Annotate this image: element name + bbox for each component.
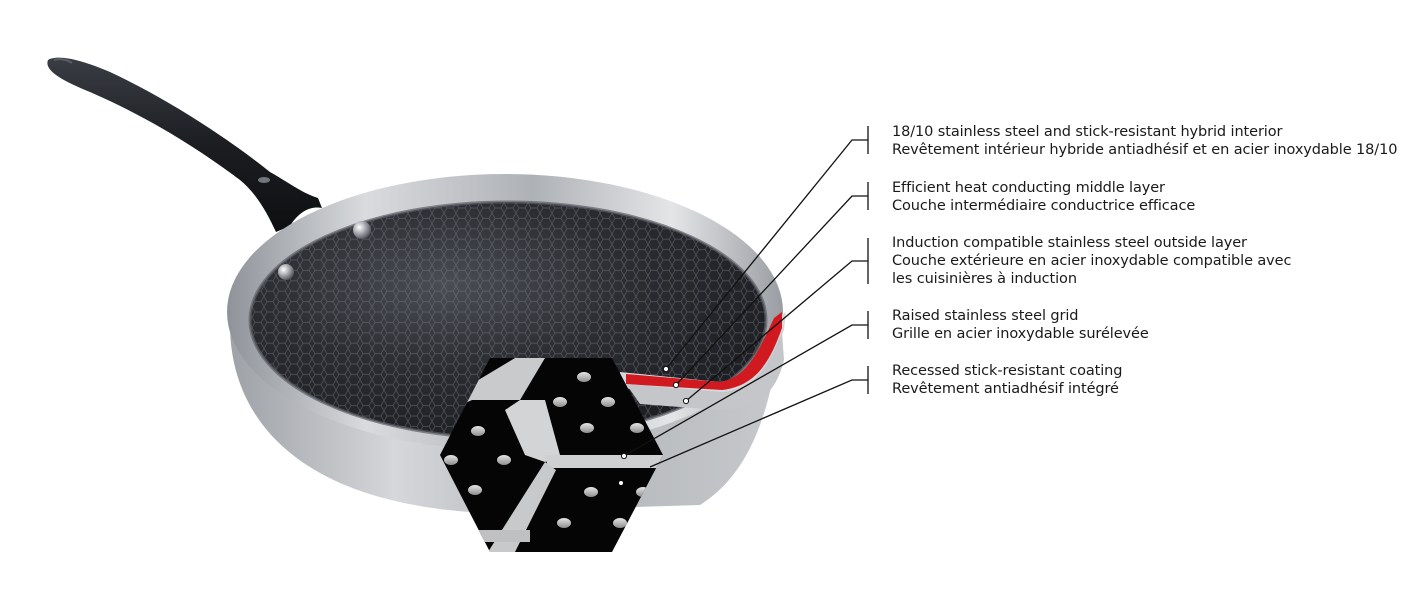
callout-middle-layer-en: Efficient heat conducting middle layer — [892, 180, 1165, 196]
leader-dots — [619, 365, 690, 485]
callout-grid-en: Raised stainless steel grid — [892, 308, 1079, 324]
callout-coating-fr: Revêtement antiadhésif intégré — [892, 381, 1119, 397]
callout-outside-layer-fr2: les cuisinières à induction — [892, 271, 1077, 287]
callout-grid: Raised stainless steel grid Grille en ac… — [892, 307, 1149, 343]
rivet — [353, 221, 371, 239]
callout-middle-layer: Efficient heat conducting middle layer C… — [892, 179, 1195, 215]
callout-outside-layer-fr: Couche extérieure en acier inoxydable co… — [892, 253, 1292, 269]
layer-cutaway — [620, 312, 786, 410]
callout-interior-fr: Revêtement intérieur hybride antiadhésif… — [892, 142, 1398, 158]
callout-interior-en: 18/10 stainless steel and stick-resistan… — [892, 124, 1283, 140]
leader-lines — [623, 126, 869, 468]
callout-interior: 18/10 stainless steel and stick-resistan… — [892, 123, 1397, 159]
callout-coating: Recessed stick-resistant coating Revêtem… — [892, 362, 1122, 398]
callout-grid-fr: Grille en acier inoxydable surélevée — [892, 326, 1149, 342]
callout-middle-layer-fr: Couche intermédiaire conductrice efficac… — [892, 198, 1196, 214]
callout-outside-layer-en: Induction compatible stainless steel out… — [892, 235, 1247, 251]
callout-outside-layer: Induction compatible stainless steel out… — [892, 234, 1291, 288]
callout-coating-en: Recessed stick-resistant coating — [892, 363, 1123, 379]
handle — [47, 57, 322, 232]
grid-closeup — [440, 358, 663, 552]
rivet — [278, 264, 294, 280]
